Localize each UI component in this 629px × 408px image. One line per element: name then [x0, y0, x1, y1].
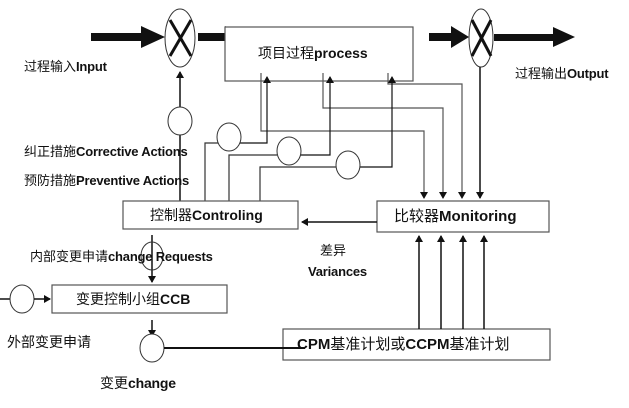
corrective-label-en: Corrective Actions: [76, 144, 188, 159]
output-arrow: [494, 27, 575, 47]
baseline-label-zh1: 基准计划或: [330, 335, 406, 353]
variances-label-zh: 差异: [320, 244, 347, 259]
input-label-zh: 过程输入: [24, 60, 77, 75]
baseline-label-zh2: 基准计划: [449, 335, 510, 353]
process-to-output-arrow: [429, 26, 469, 48]
baseline-label-cpm: CPM: [297, 336, 331, 353]
internal-change-label-zh: 内部变更申请: [30, 250, 109, 265]
monitor-box: [376, 200, 550, 233]
process-label: 项目过程process: [258, 44, 368, 63]
controller-to-input-junction-line: [167, 71, 193, 201]
baseline-box: [282, 328, 551, 361]
variances-label: 差异 Variances: [308, 242, 367, 283]
baseline-label-ccpm: CCPM: [405, 336, 450, 353]
change-line: [139, 320, 305, 363]
monitor-label: 比较器Monitoring: [394, 207, 517, 226]
input-label-en: Input: [76, 59, 107, 74]
change-label: 变更change: [100, 375, 176, 392]
monitor-label-en: Monitoring: [439, 208, 517, 225]
external-change-request-label: 外部变更申请: [7, 335, 91, 351]
input-junction-icon: [164, 8, 196, 68]
corrective-label-zh: 纠正措施: [24, 145, 77, 160]
process-box: [224, 26, 414, 82]
output-label-zh: 过程输出: [515, 67, 568, 82]
output-label-en: Output: [567, 66, 609, 81]
ccb-label-zh: 变更控制小组: [76, 292, 160, 308]
controller-label-en: Controling: [192, 207, 263, 223]
corrective-actions-label: 纠正措施Corrective Actions: [24, 144, 188, 161]
change-label-zh: 变更: [100, 376, 128, 392]
baseline-to-monitor-arrows: [415, 235, 488, 329]
controller-to-process-lines: [204, 76, 396, 201]
process-label-zh: 项目过程: [258, 46, 314, 62]
monitor-label-zh: 比较器: [394, 207, 440, 225]
preventive-label-zh: 预防措施: [24, 174, 77, 189]
action-circle-icon: [216, 122, 361, 180]
process-label-en: process: [314, 45, 368, 61]
controller-label-zh: 控制器: [150, 208, 192, 224]
controller-label: 控制器Controling: [150, 206, 263, 225]
output-junction-icon: [468, 8, 494, 68]
preventive-label-en: Preventive Actions: [76, 173, 189, 188]
input-label: 过程输入Input: [24, 59, 107, 76]
external-change-request-line: [0, 284, 51, 314]
ccb-label-en: CCB: [160, 291, 191, 307]
internal-change-label-en: change Requests: [108, 249, 213, 264]
external-change-label-zh: 外部变更申请: [7, 335, 91, 351]
output-label: 过程输出Output: [515, 66, 609, 83]
internal-change-request-label: 内部变更申请change Requests: [30, 249, 213, 266]
ccb-label: 变更控制小组CCB: [76, 290, 190, 309]
process-to-monitor-lines: [260, 73, 466, 199]
internal-change-request-line: [140, 235, 164, 283]
change-label-en: change: [128, 375, 176, 391]
preventive-actions-label: 预防措施Preventive Actions: [24, 173, 189, 190]
variances-label-en: Variances: [308, 264, 367, 279]
ccb-box: [51, 284, 228, 314]
input-arrow: [91, 26, 165, 48]
controller-box: [122, 200, 299, 230]
baseline-label: CPM基准计划或CCPM基准计划: [297, 335, 510, 354]
